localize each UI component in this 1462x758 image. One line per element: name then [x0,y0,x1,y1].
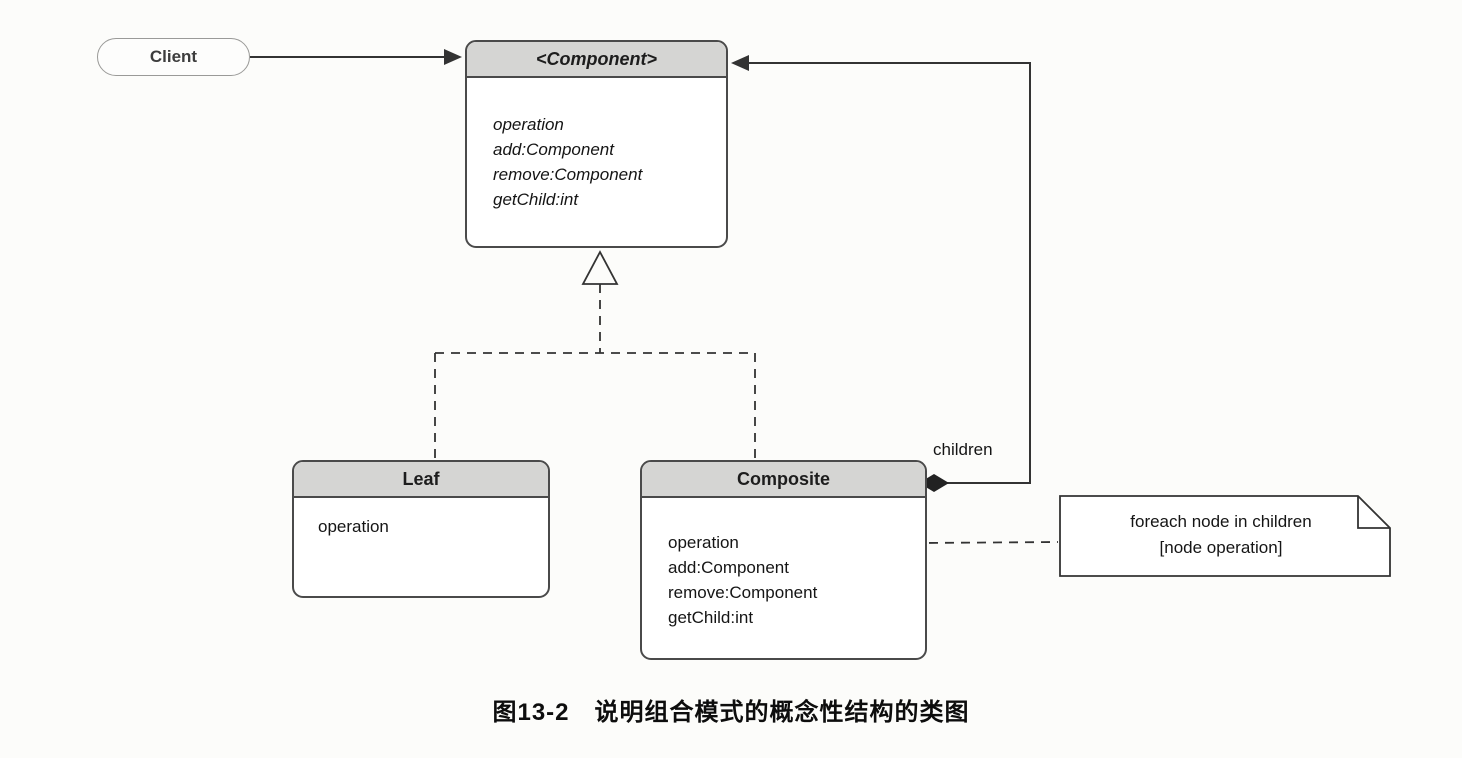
leaf-method: operation [318,517,389,536]
leaf-method-list: operation [294,498,548,539]
children-role-label: children [933,440,993,459]
leaf-class-title: Leaf [294,462,548,498]
arrowhead-icon [731,55,749,71]
note-line: foreach node in children [1130,512,1312,531]
note-line: [node operation] [1159,538,1283,557]
composite-method: getChild:int [668,608,754,627]
component-method: remove:Component [493,165,643,184]
client-node: Client [97,38,250,76]
composite-class-box: Composite operation add:Component remove… [640,460,927,660]
client-label: Client [149,47,198,66]
composite-method-list: operation add:Component remove:Component… [642,498,925,630]
composite-method: operation [668,533,739,552]
composition-connector [731,55,1031,492]
arrowhead-icon [444,49,462,65]
component-class-box: <Component> operation add:Component remo… [465,40,728,248]
figure-caption: 图13-2 说明组合模式的概念性结构的类图 [492,699,970,726]
generalization-triangle-icon [581,250,619,285]
note-content: foreach node in children [node operation… [1070,509,1372,561]
component-method: operation [493,115,564,134]
component-class-title: <Component> [467,42,726,78]
composite-method: add:Component [668,558,789,577]
component-method-list: operation add:Component remove:Component… [467,78,726,212]
composite-class-title: Composite [642,462,925,498]
component-method: getChild:int [493,190,579,209]
client-to-component-arrow [250,49,462,65]
leaf-class-box: Leaf operation [292,460,550,598]
component-method: add:Component [493,140,614,159]
inheritance-connector [434,250,756,459]
composite-method: remove:Component [668,583,818,602]
